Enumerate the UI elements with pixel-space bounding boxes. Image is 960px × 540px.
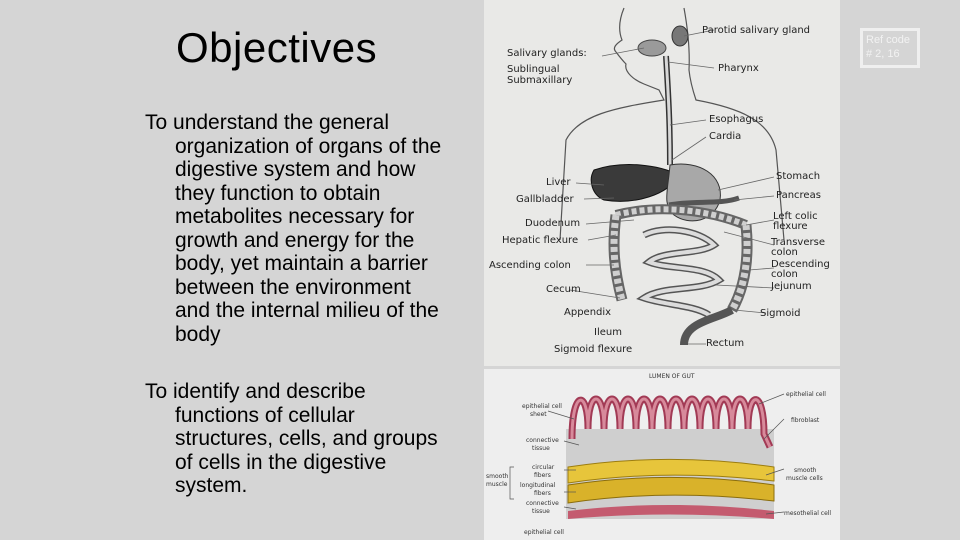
label-sigmoid-flexure: Sigmoid flexure [554, 344, 633, 355]
ref-code-box: Ref code # 2, 16 [860, 28, 920, 68]
label-left-colic-flexure-2: flexure [773, 221, 808, 232]
label-epithelial-cell: epithelial cell [786, 391, 826, 398]
ref-code-line-2: # 2, 16 [866, 48, 900, 60]
label-descending-colon-2: colon [771, 269, 798, 280]
objective-2-text: functions of cellular structures, cells,… [175, 403, 438, 498]
label-longitudinal-fibers-2: fibers [534, 490, 551, 497]
label-connective-tissue-2: tissue [532, 445, 550, 452]
label-smooth-muscle-2: muscle [486, 481, 508, 488]
label-connective-tissue-1: connective [526, 437, 559, 444]
objective-1: To understand the general organization o… [145, 111, 450, 346]
objective-1-lead: To understand the general [145, 111, 390, 134]
label-sublingual: Sublingual [507, 64, 560, 75]
label-pharynx: Pharynx [718, 63, 759, 74]
label-cecum: Cecum [546, 284, 581, 295]
label-stomach: Stomach [776, 171, 821, 182]
label-epithelial-sheet-top-2: sheet [530, 411, 547, 418]
label-rectum: Rectum [706, 338, 745, 349]
label-smooth-muscle-cells-2: muscle cells [786, 475, 823, 482]
label-smooth-muscle-1: smooth [486, 473, 509, 480]
label-hepatic-flexure: Hepatic flexure [502, 235, 579, 246]
label-circular-fibers-1: circular [532, 464, 555, 471]
gut-wall-illustration [509, 393, 785, 519]
label-gallbladder: Gallbladder [516, 194, 574, 205]
label-ascending-colon: Ascending colon [489, 260, 571, 271]
label-transverse-colon-1: Transverse [771, 237, 825, 248]
label-mesothelial-cell: mesothelial cell [784, 510, 832, 517]
label-jejunum: Jejunum [771, 281, 812, 292]
label-sigmoid: Sigmoid [760, 308, 801, 319]
label-parotid: Parotid salivary gland [702, 25, 811, 36]
objective-2-lead: To identify and describe [145, 380, 366, 403]
label-descending-colon-1: Descending [771, 259, 830, 270]
objective-2: To identify and describe functions of ce… [145, 380, 450, 498]
label-liver: Liver [546, 177, 571, 188]
label-lumen: LUMEN OF GUT [649, 373, 695, 380]
label-longitudinal-fibers-1: longitudinal [520, 482, 556, 489]
objective-1-text: organization of organs of the digestive … [175, 134, 442, 346]
gut-wall-diagram: LUMEN OF GUT epithelial cell sheet conne… [484, 369, 840, 540]
digestive-system-diagram: Salivary glands: Sublingual Submaxillary… [484, 0, 840, 366]
label-cardia: Cardia [709, 131, 742, 142]
label-connective-tissue-b-1: connective [526, 500, 559, 507]
label-connective-tissue-b-2: tissue [532, 508, 550, 515]
ref-code-line-1: Ref code [866, 34, 911, 46]
label-smooth-muscle-cells-1: smooth [794, 467, 817, 474]
label-fibroblast: fibroblast [791, 417, 820, 424]
label-transverse-colon-2: colon [771, 247, 798, 258]
label-epithelial-sheet-top-1: epithelial cell [522, 403, 562, 410]
label-appendix: Appendix [564, 307, 612, 318]
label-esophagus: Esophagus [709, 114, 764, 125]
slide-title: Objectives [176, 24, 378, 71]
label-duodenum: Duodenum [525, 218, 581, 229]
label-submaxillary: Submaxillary [507, 75, 573, 86]
label-salivary-glands: Salivary glands: [507, 48, 587, 59]
label-epithelial-sheet-bottom: epithelial cell [524, 529, 564, 536]
label-pancreas: Pancreas [776, 190, 821, 201]
label-left-colic-flexure-1: Left colic [773, 211, 818, 222]
label-ileum: Ileum [594, 327, 622, 338]
label-circular-fibers-2: fibers [534, 472, 551, 479]
digestive-system-illustration [559, 7, 785, 346]
